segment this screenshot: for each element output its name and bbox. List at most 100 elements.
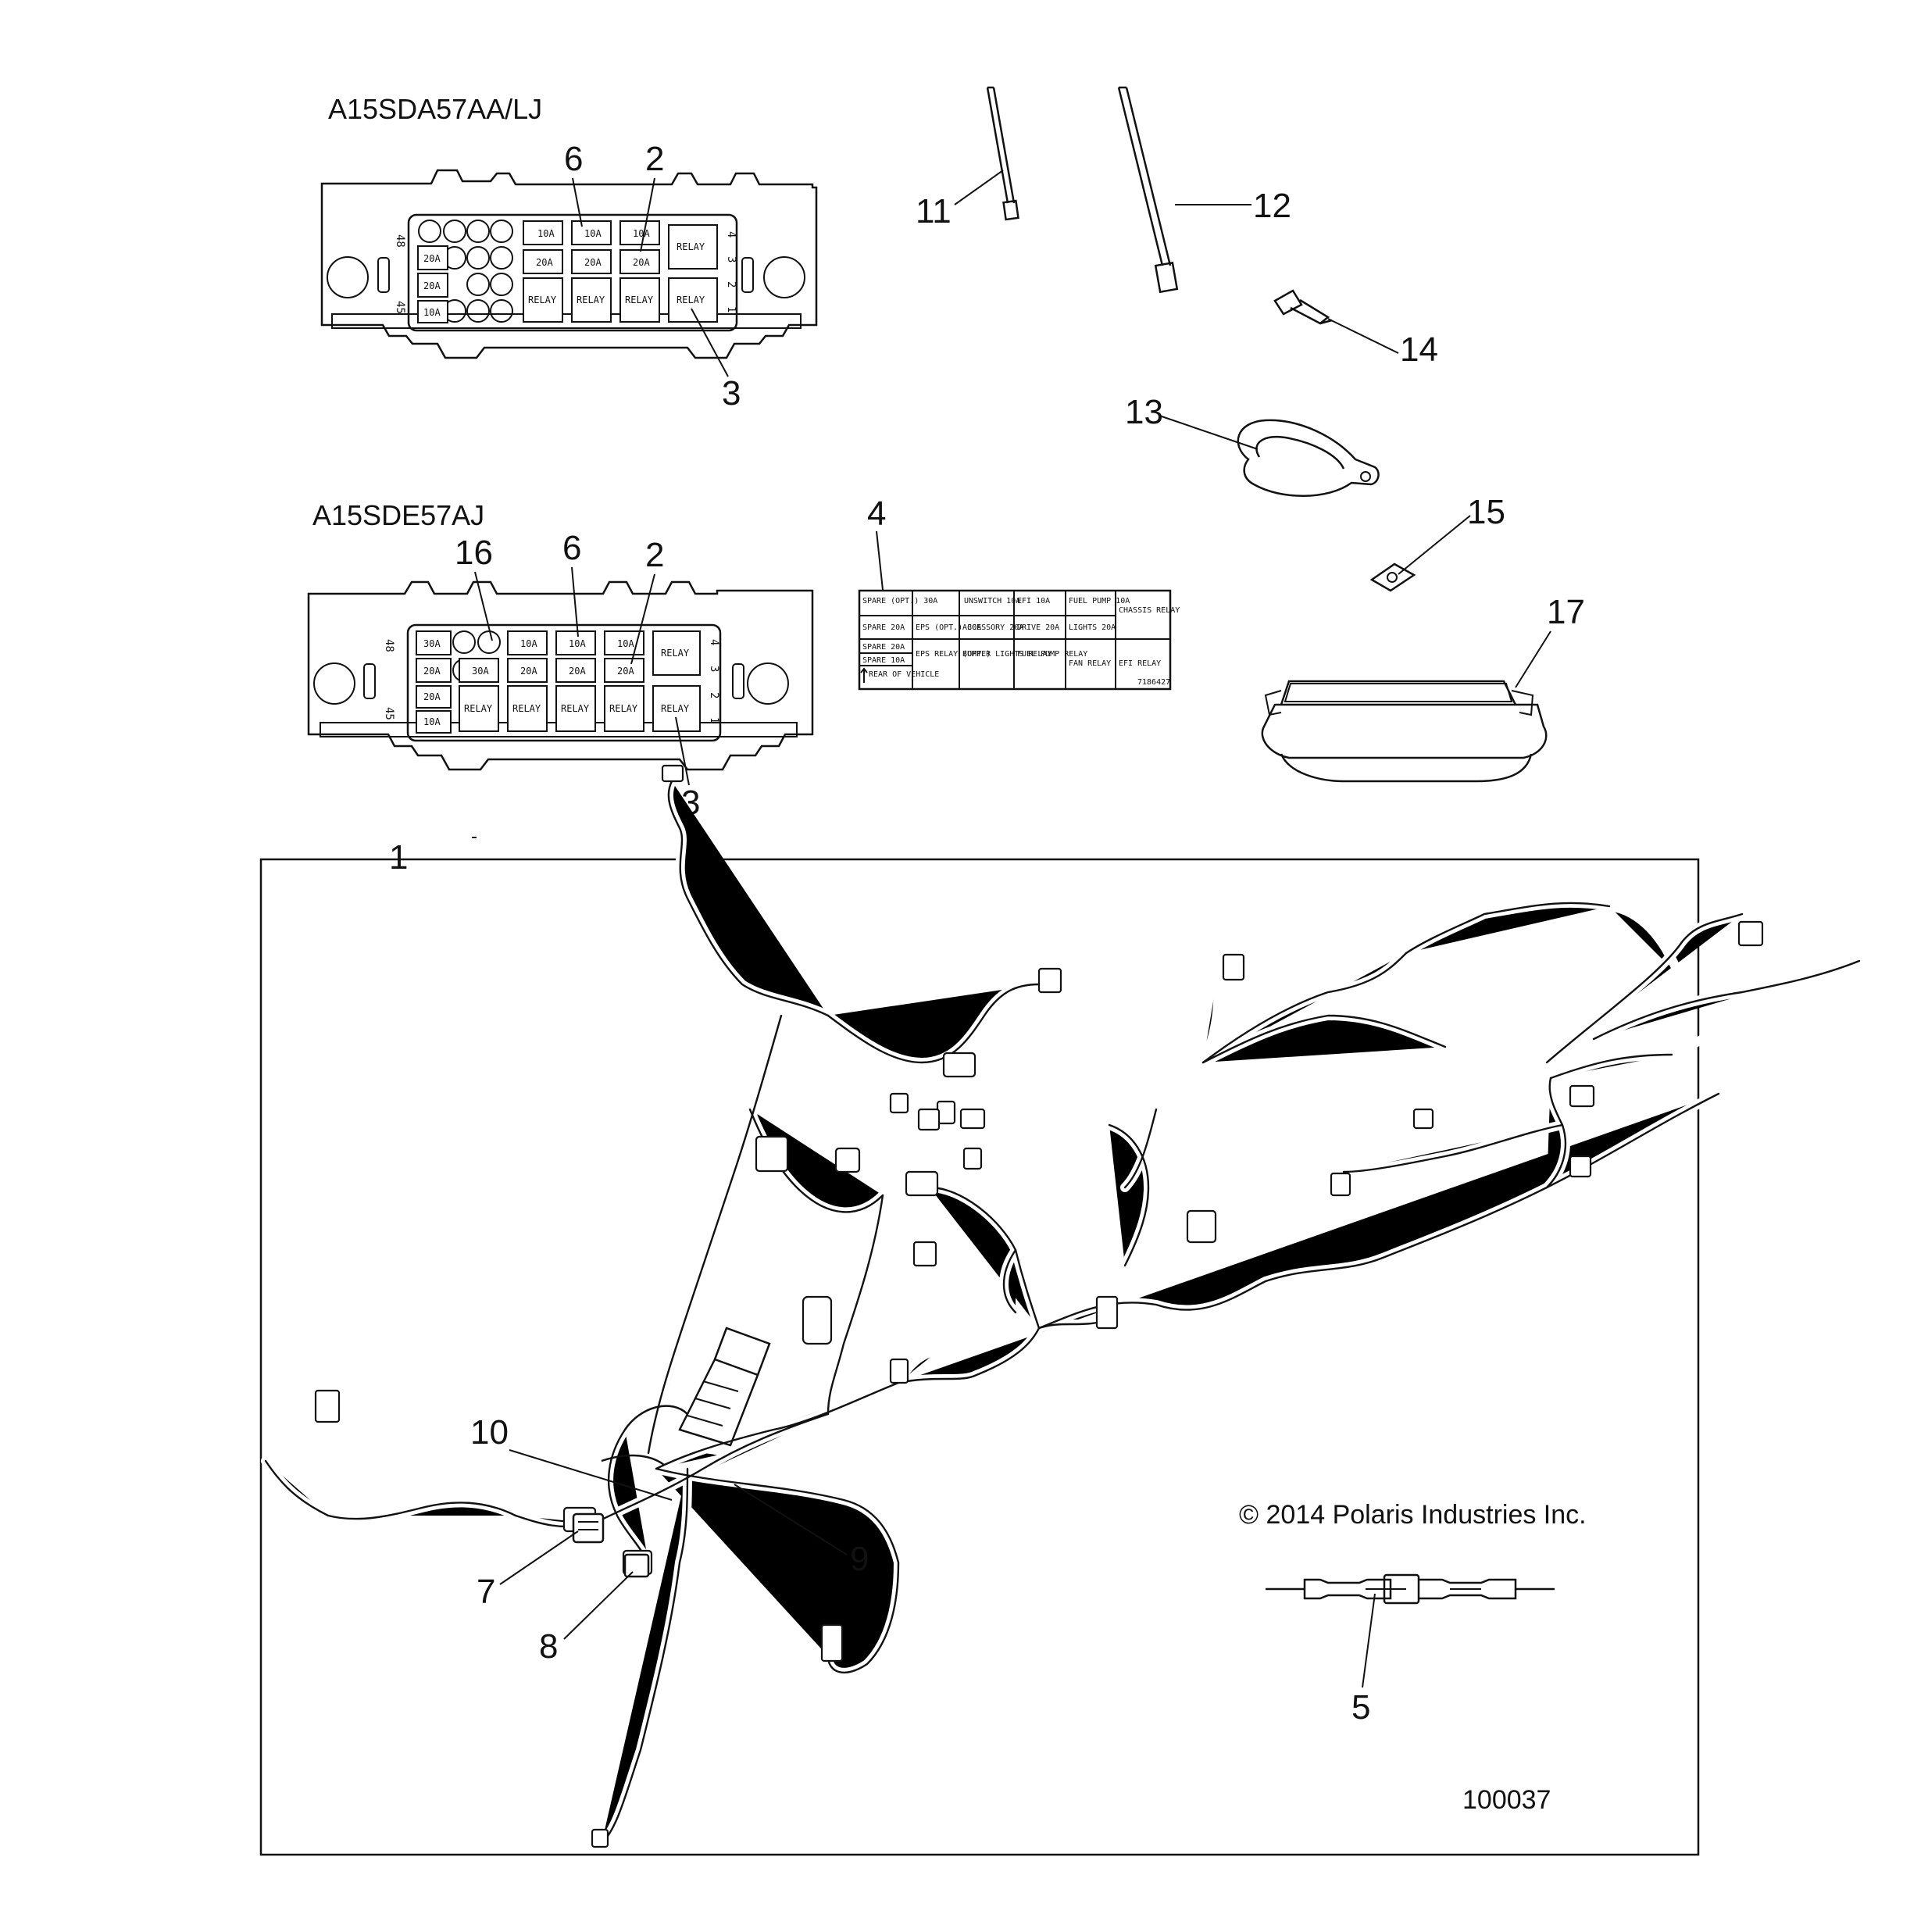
fuse-bot-r3d: RELAY [561,703,590,714]
fuse-bot-r2a: 20A [423,666,441,677]
fuse-top-side-4: 4 [725,231,737,237]
callout-2-bottom: 2 [645,536,664,574]
fuse-bot-side-4: 4 [708,639,720,645]
fuse-top-r1c: 10A [633,228,650,239]
connector-icon [959,1108,986,1130]
decal-part-no: 7186427 [1137,678,1170,687]
p-clamp [1237,419,1380,497]
connector-8 [623,1553,650,1578]
fuse-top-r4a: 10A [423,307,441,318]
connector-icon [889,1092,909,1114]
fuse-top-side-48: 48 [394,234,406,248]
decal-r3c5: FAN RELAY [1069,659,1111,668]
fuse-bot-side-2: 2 [708,692,720,698]
fuse-bot-r3f: RELAY [661,703,690,714]
decal-r1c5: FUEL PUMP 10A [1069,597,1130,605]
callout-5: 5 [1351,1688,1370,1727]
callout-10: 10 [470,1413,509,1452]
decal-r2c2: EPS (OPT.) 30A [916,623,981,632]
wiring-harness [266,764,1928,1848]
connector-icon [936,1100,956,1125]
connector-icon [834,1147,861,1173]
connector-icon [1737,920,1764,947]
harness-fuse-box [601,1327,771,1466]
decal-r2c4: DRIVE 20A [1017,623,1059,632]
fuse-top-r1a: 10A [537,228,555,239]
model-label-top: A15SDA57AA/LJ [328,93,542,125]
fuse-bot-r2d: 20A [569,666,586,677]
connector-icon [591,1828,609,1848]
decal-r1c1: SPARE (OPT.) 30A [862,597,937,605]
fuse-top-r1b: 10A [584,228,602,239]
fuse-bot-r2e: 20A [617,666,634,677]
connector-icon [1569,1084,1595,1108]
fuse-bot-r3b: RELAY [464,703,493,714]
decal-r3c6: EFI RELAY [1119,659,1161,668]
callout-12: 12 [1253,187,1291,225]
fuse-bot-r1a: 30A [423,638,441,649]
fuse-bot-r1b: 10A [520,638,537,649]
fuse-top-r3c: RELAY [577,295,605,305]
model-label-bottom: A15SDE57AJ [312,499,484,531]
decal-r1c3: UNSWITCH 10A [964,597,1020,605]
callout-9: 9 [850,1540,869,1578]
fuse-top-r2b: 20A [536,257,553,268]
fuse-bot-r3e: RELAY [609,703,638,714]
callout-8: 8 [539,1627,558,1666]
fuse-bot-r4a: 10A [423,716,441,727]
fuse-top-r3d: RELAY [625,295,654,305]
connector-icon [1186,1209,1217,1244]
connector-icon [802,1295,833,1345]
connector-icon [942,1052,976,1078]
connector-icon [755,1135,789,1173]
callout-1: 1 [389,838,408,877]
fuse-top-side-3: 3 [725,256,737,262]
decal-r2c3: ACCESSORY 20A [962,623,1023,632]
connector-icon [962,1147,983,1170]
fuse-top-side-2: 2 [725,281,737,287]
fuse-bot-r1e: RELAY [661,648,690,659]
connector-icon [1412,1108,1434,1130]
harness-frame [259,858,1700,1856]
callout-7: 7 [477,1573,495,1611]
decal-r1c4: EFI 10A [1017,597,1050,605]
arrow-up-icon [860,667,868,683]
connector-icon [1095,1295,1119,1330]
fuse-bot-side-48: 48 [383,639,395,652]
fuse-top-r3b: RELAY [528,295,557,305]
connector-icon [661,764,684,783]
fuse-bot-side-1: 1 [708,717,720,723]
connector-icon [889,1358,909,1384]
decal-r3c4: FUEL PUMP RELAY [1017,650,1087,659]
decal-r3c3: BUMPER LIGHTS RELAY [962,650,1051,659]
decal-r4c1: SPARE 10A [862,656,905,665]
decal-r3c2: EPS RELAY (OPT.) [916,650,991,659]
connector-icon [1037,967,1062,994]
fuse-bot-r1d: 10A [617,638,634,649]
fuse-bot-side-45: 45 [383,707,395,720]
connector-7 [572,1512,605,1544]
figure-id: 100037 [1462,1785,1551,1815]
callout-17: 17 [1547,593,1585,631]
fuse-top-r3e: RELAY [677,295,705,305]
callout-15: 15 [1467,493,1505,531]
fuse-bot-r2c: 20A [520,666,537,677]
callout-6-bottom: 6 [562,529,581,567]
fuse-box-cover [1261,680,1548,783]
callout-16: 16 [455,534,493,572]
callout-6-top: 6 [564,140,583,178]
copyright-text: © 2014 Polaris Industries Inc. [1239,1500,1587,1530]
fuse-box-bottom: 30A 10A 10A 10A RELAY 20A 30A 20A 20A 20… [307,580,814,771]
fuse-bot-r1c: 10A [569,638,586,649]
connector-icon [1330,1172,1351,1197]
connector-icon [1569,1155,1592,1178]
fuse-top-r2c: 20A [584,257,602,268]
fuse-top-r3a: 20A [423,280,441,291]
fuse-bot-r3c: RELAY [512,703,541,714]
callout-2-top: 2 [645,140,664,178]
fuse-top-side-45: 45 [394,301,406,314]
fuse-top-r2a: 20A [423,253,441,264]
fuse-bot-side-3: 3 [708,666,720,672]
